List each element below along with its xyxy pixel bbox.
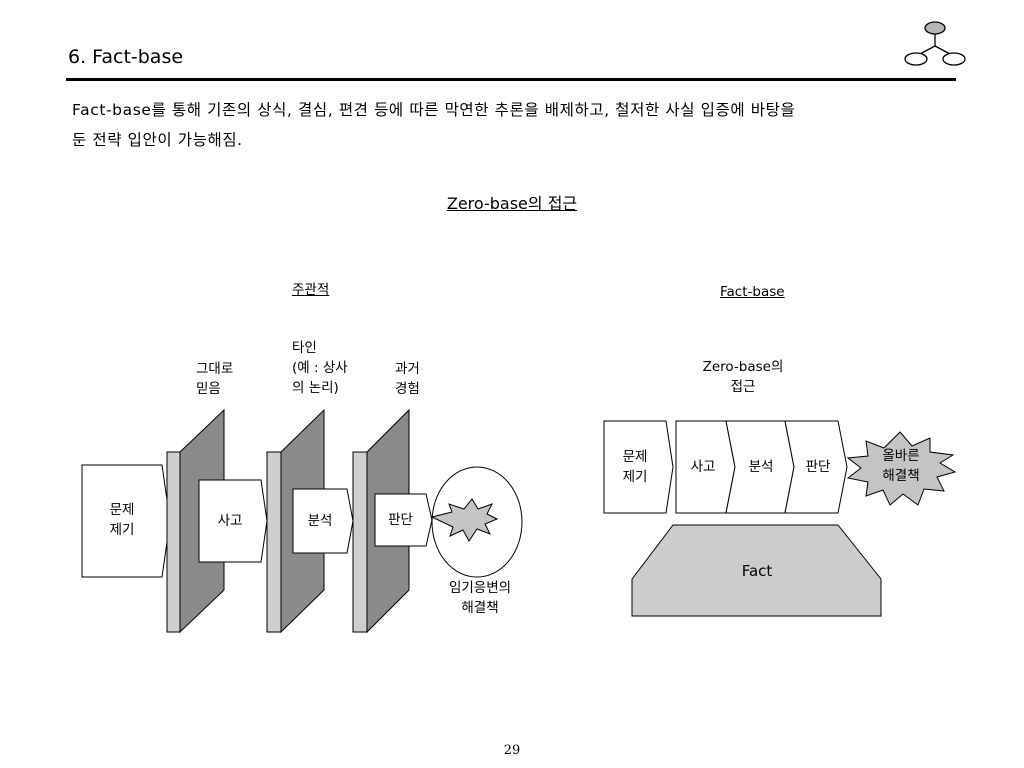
left-step-problem-label: 문제 제기 xyxy=(109,502,135,538)
right-step-problem-shape xyxy=(603,420,674,514)
right-burst-shape xyxy=(846,431,957,506)
intro-line-2: 둔 전략 입안이 가능해짐. xyxy=(72,131,243,149)
diagram-subtitle: Zero-base의 접근 xyxy=(446,194,578,213)
intro-line-1: Fact-base를 통해 기존의 상식, 결심, 편견 등에 따른 막연한 추… xyxy=(72,101,796,119)
right-step-judge-label: 판단 xyxy=(805,459,831,475)
approach-label: Zero-base의 접근 xyxy=(702,359,784,395)
right-step-think-label: 사고 xyxy=(690,459,716,475)
left-step-analyze-label: 분석 xyxy=(307,513,333,529)
page-title: 6. Fact-base xyxy=(68,46,184,68)
left-step-think-shape xyxy=(198,479,268,563)
left-result-label: 임기응변의 해결책 xyxy=(448,580,512,616)
page-number: 29 xyxy=(503,743,521,758)
fact-foundation-shape xyxy=(631,524,882,617)
barrier-label-1: 그대로 믿음 xyxy=(196,361,234,397)
barrier-label-3: 과거 경험 xyxy=(395,361,420,397)
fact-label: Fact xyxy=(741,562,773,580)
right-step-problem-label: 문제 제기 xyxy=(622,449,648,485)
left-step-problem-shape xyxy=(81,464,171,578)
right-step-analyze-label: 분석 xyxy=(748,459,774,475)
intro-text: Fact-base를 통해 기존의 상식, 결심, 편견 등에 따른 막연한 추… xyxy=(72,95,962,155)
right-step-judge-shape xyxy=(784,420,848,514)
left-step-analyze-shape xyxy=(292,488,354,554)
barrier-label-2: 타인 (예 : 상사 의 논리) xyxy=(292,340,348,396)
left-heading: 주관적 xyxy=(292,282,330,298)
left-step-judge-label: 판단 xyxy=(388,512,413,528)
network-nodes-icon xyxy=(900,20,970,74)
header-rule xyxy=(66,78,956,81)
right-result-label: 올바른 해결책 xyxy=(882,448,920,484)
left-step-think-label: 사고 xyxy=(217,513,243,529)
left-step-judge-shape xyxy=(374,493,433,547)
left-burst-shape xyxy=(430,498,499,542)
right-heading: Fact-base xyxy=(720,284,785,300)
